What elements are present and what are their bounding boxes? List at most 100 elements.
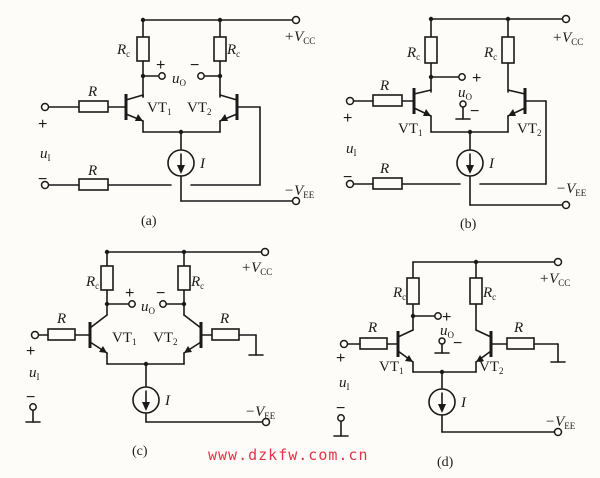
- vt1-label-d: VT: [379, 359, 399, 375]
- vt1-label-d-sub: 1: [399, 366, 404, 376]
- vt1-label-b: VT: [398, 121, 418, 137]
- vcc-terminal-c: [260, 247, 270, 257]
- uo-label-d: u: [440, 323, 448, 339]
- ui-minus-sign-b: −: [343, 169, 352, 186]
- uo-plus-terminal-c: [128, 300, 136, 308]
- rc-label-a-right-sub: c: [236, 49, 240, 59]
- r-left-d: [359, 337, 388, 350]
- ui-minus-sign-a: −: [38, 171, 47, 188]
- rc-label-d-left-sub: c: [402, 292, 406, 302]
- vcc-label-c-sub: CC: [260, 267, 272, 277]
- vt2-label-a: VT: [187, 100, 207, 116]
- rc-label-b-right-sub: c: [493, 52, 497, 62]
- r-label-a-top: R: [87, 84, 97, 100]
- uo-label-c: u: [141, 299, 149, 315]
- uo-minus-terminal-a: [197, 72, 205, 80]
- r-right-c: [211, 328, 240, 341]
- r-label-d-right: R: [513, 320, 523, 336]
- uo-plus-terminal-a: [158, 72, 166, 80]
- rc-right-d: [469, 277, 483, 305]
- uo-plus-sign-c: +: [125, 285, 134, 302]
- vee-terminal-d: [553, 427, 563, 437]
- ui-plus-terminal-d: [339, 339, 349, 349]
- rc-label-b-left: R: [406, 45, 416, 61]
- vee-label-a-sub: EE: [303, 190, 314, 200]
- r-label-c-left: R: [56, 311, 66, 327]
- vt2-label-c: VT: [153, 330, 173, 346]
- rc-label-a-left: R: [116, 42, 126, 58]
- r-label-c-right: R: [219, 311, 229, 327]
- ui-label-b-sub: I: [354, 148, 357, 158]
- vcc-label-b-sub: CC: [571, 37, 583, 47]
- rc-left-a: [136, 36, 150, 62]
- rc-label-c-right-sub: c: [200, 281, 204, 291]
- current-label-c: I: [164, 393, 171, 409]
- vee-terminal-c: [261, 417, 271, 427]
- uo-plus-sign-b: +: [472, 70, 481, 87]
- r-label-a-bottom: R: [87, 163, 97, 179]
- vcc-label-d: +V: [539, 271, 560, 287]
- vt2-label-d: VT: [479, 359, 499, 375]
- r-right-d: [506, 337, 535, 350]
- rc-label-c-left-sub: c: [95, 281, 99, 291]
- ui-plus-sign-a: +: [38, 116, 47, 133]
- uo-plus-sign-d: +: [442, 309, 451, 326]
- vcc-terminal-d: [553, 257, 563, 267]
- ui-plus-sign-b: +: [343, 110, 352, 127]
- vt2-label-c-sub: 2: [173, 337, 178, 347]
- uo-label-a: u: [172, 71, 180, 87]
- vcc-label-b: +V: [552, 30, 573, 46]
- ui-plus-terminal-b: [345, 96, 355, 106]
- uo-minus-sign-d: −: [453, 335, 462, 352]
- caption-b: (b): [460, 217, 477, 232]
- circuit-b: [345, 14, 571, 210]
- vcc-label-c: +V: [241, 260, 262, 276]
- rc-label-d-right: R: [482, 285, 492, 301]
- vt1-label-c: VT: [112, 330, 132, 346]
- r-left-c: [47, 328, 76, 341]
- ui-minus-sign-c: −: [26, 389, 35, 406]
- uo-label-d-sub: O: [448, 330, 455, 340]
- uo-label-c-sub: O: [149, 306, 156, 316]
- rc-label-c-left: R: [85, 274, 95, 290]
- caption-c: (c): [132, 444, 148, 459]
- rc-label-b-right: R: [483, 45, 493, 61]
- vt1-label-c-sub: 1: [132, 337, 137, 347]
- uo-plus-terminal-b: [458, 73, 466, 81]
- vt1-label-a-sub: 1: [167, 107, 172, 117]
- r-bottom-b: [372, 177, 403, 190]
- vee-label-c: −V: [245, 404, 266, 420]
- current-label-d: I: [460, 395, 467, 411]
- ui-label-d-sub: I: [347, 382, 350, 392]
- circuit-d: [333, 257, 566, 437]
- vee-terminal-b: [561, 200, 571, 210]
- caption-d: (d): [437, 455, 454, 470]
- uo-minus-sign-b: −: [470, 103, 479, 120]
- vt1-label-a: VT: [147, 100, 167, 116]
- rc-label-c-right: R: [190, 274, 200, 290]
- vee-terminal-a: [291, 196, 301, 206]
- vt2-label-a-sub: 2: [207, 107, 212, 117]
- ui-label-b: u: [346, 141, 354, 157]
- rc-label-a-right: R: [226, 42, 236, 58]
- vcc-terminal-a: [291, 15, 301, 25]
- rc-label-b-left-sub: c: [416, 52, 420, 62]
- circuit-c: [25, 247, 271, 427]
- ui-plus-terminal-a: [40, 102, 50, 112]
- rc-right-b: [501, 36, 515, 64]
- vee-label-a: −V: [284, 183, 305, 199]
- vt1-label-b-sub: 1: [418, 128, 423, 138]
- rc-label-d-right-sub: c: [492, 292, 496, 302]
- ui-label-c: u: [29, 365, 37, 381]
- vt2-label-d-sub: 2: [499, 366, 504, 376]
- vee-label-c-sub: EE: [264, 411, 275, 421]
- ui-plus-terminal-c: [30, 330, 40, 340]
- vt2-label-b-sub: 2: [537, 128, 542, 138]
- r-bottom-a: [78, 178, 109, 191]
- vcc-terminal-b: [561, 14, 571, 24]
- ui-label-a: u: [40, 146, 48, 162]
- vee-label-b-sub: EE: [575, 188, 586, 198]
- circuit-a: [40, 15, 301, 206]
- ui-label-d: u: [339, 375, 347, 391]
